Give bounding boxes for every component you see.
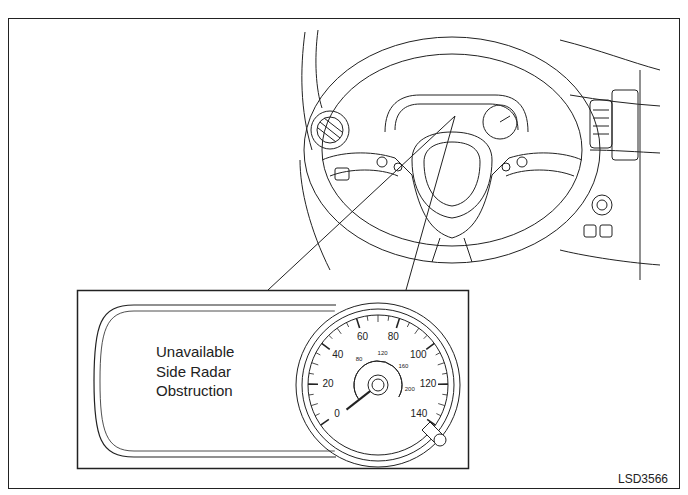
warning-message: Unavailable Side Radar Obstruction	[156, 342, 264, 401]
needle-hub	[368, 375, 388, 395]
leader-line	[268, 116, 455, 290]
gauge-tick	[436, 414, 440, 416]
display-outline	[94, 305, 336, 457]
gauge-tick	[311, 404, 318, 406]
gauge-tick	[329, 335, 333, 339]
cluster-hood	[385, 95, 528, 132]
speed-number: 20	[322, 379, 333, 389]
dash-line	[560, 40, 660, 70]
speedometer	[296, 303, 460, 467]
gauge-bezel	[302, 309, 454, 461]
display-panel: Unavailable Side Radar Obstruction	[90, 302, 340, 460]
cluster-needle	[500, 116, 510, 122]
gauge-needle	[346, 391, 370, 409]
switch	[600, 225, 612, 237]
gauge-tick	[378, 315, 379, 322]
wheel-button	[377, 157, 387, 167]
speed-number: 40	[332, 350, 343, 360]
gauge-tick	[407, 323, 409, 327]
gauge-tick	[396, 318, 399, 328]
gauge-tick	[442, 394, 447, 396]
figure-code: LSD3566	[616, 472, 670, 486]
speed-number: 140	[411, 409, 428, 419]
speed-number: 60	[357, 332, 368, 342]
trip-knob	[434, 434, 446, 446]
gauge-tick	[308, 383, 318, 385]
kmh-number: 120	[378, 350, 388, 356]
line-art	[9, 19, 680, 489]
gauge-tick	[312, 363, 319, 365]
gauge-tick	[357, 318, 360, 328]
gauge-tick	[321, 419, 329, 425]
gauge-tick	[309, 373, 314, 375]
wheel-button	[517, 157, 527, 167]
gauge-face	[308, 315, 448, 455]
speed-number: 80	[388, 332, 399, 342]
gauge-tick	[438, 383, 448, 385]
cluster-gauge	[483, 105, 517, 139]
gauge-tick	[315, 414, 319, 416]
gauge-tick	[427, 419, 435, 425]
center-screen	[612, 90, 638, 160]
dash-line	[302, 32, 312, 150]
dash-line	[590, 150, 660, 153]
dash-line	[640, 70, 641, 280]
needle-hub	[372, 379, 384, 391]
switch	[584, 225, 596, 237]
inset-box	[78, 291, 469, 469]
control-knob	[592, 195, 612, 215]
speed-number: 100	[410, 350, 427, 360]
air-vent	[590, 100, 612, 148]
kmh-scale	[354, 361, 402, 399]
speed-number: 0	[334, 409, 340, 419]
vent-slats	[318, 118, 342, 142]
gauge-tick	[438, 404, 445, 406]
wheel-spokes	[330, 170, 574, 176]
gauge-tick	[337, 328, 341, 334]
gauge-bezel	[296, 303, 460, 467]
dash-line	[570, 95, 660, 106]
kmh-number: 80	[356, 356, 363, 362]
callout-leader	[268, 116, 455, 290]
gauge-tick	[346, 323, 348, 327]
wheel-button	[502, 163, 510, 171]
gauge-tick	[367, 316, 369, 321]
kmh-number: 160	[398, 363, 408, 369]
gauge-tick	[426, 343, 434, 349]
steering-wheel-rim	[322, 54, 582, 246]
leader-line	[406, 116, 455, 290]
gauge-tick	[316, 353, 320, 355]
dash-line	[560, 250, 660, 265]
gauge-tick	[442, 373, 447, 375]
display-outline	[100, 311, 335, 451]
steering-wheel-rim	[304, 37, 600, 263]
gauge-tick	[438, 363, 445, 365]
figure-frame	[9, 19, 680, 489]
speed-number: 120	[420, 379, 437, 389]
control-knob	[597, 200, 607, 210]
kmh-number: 200	[405, 386, 415, 392]
wheel-spokes	[322, 153, 582, 238]
gauge-tick	[322, 343, 330, 349]
gauge-tick	[309, 394, 314, 396]
display-outline	[90, 302, 340, 460]
dash-line	[316, 30, 322, 108]
dash-line	[300, 160, 330, 270]
cluster-display	[395, 104, 518, 130]
gauge-tick	[388, 316, 390, 321]
air-vent	[317, 117, 343, 143]
gauge-tick	[424, 335, 428, 339]
wheel-spokes	[432, 238, 472, 262]
gauge-tick	[415, 328, 419, 334]
gauge-tick	[436, 353, 440, 355]
